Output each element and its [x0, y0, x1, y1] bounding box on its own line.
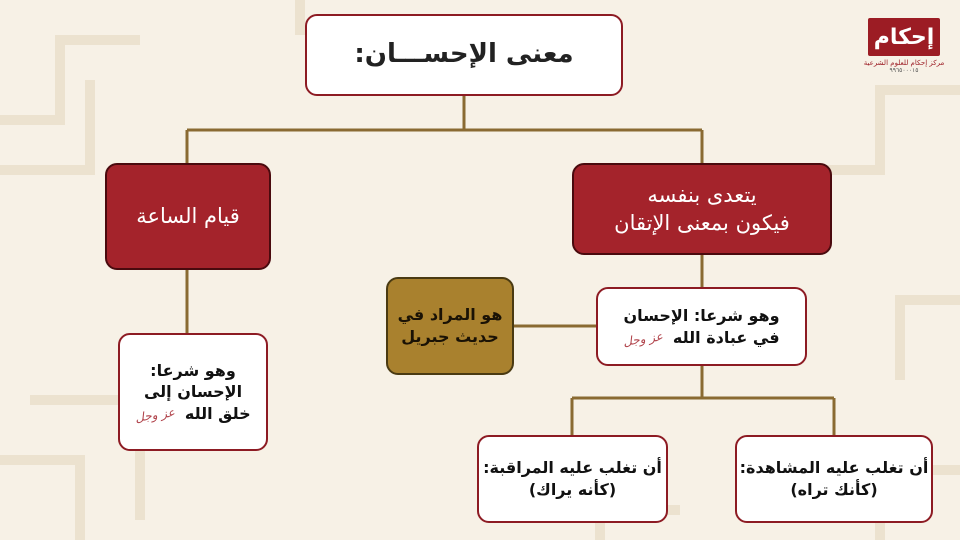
observation-node: أن تغلب عليه المشاهدة: (كأنك تراه) — [735, 435, 933, 523]
literal-meaning-line1: يتعدى بنفسه — [647, 182, 757, 207]
jibril-hadith-line1: هو المراد في — [397, 305, 503, 325]
creation-definition-line3: خلق الله عز وجل — [134, 403, 251, 425]
logo-subtitle: مركز إحكام للعلوم الشرعية — [863, 59, 945, 67]
observation-line2: (كأنك تراه) — [790, 480, 878, 499]
creation-definition-line1: وهو شرعا: — [150, 360, 236, 380]
root-title: معنى الإحســـان: — [354, 39, 574, 70]
watchfulness-node: أن تغلب عليه المراقبة: (كأنه يراك) — [477, 435, 668, 523]
brand-logo: إحكام مركز إحكام للعلوم الشرعية ٩٩٦٥٠٠٠١… — [863, 18, 945, 90]
logo-mark: إحكام — [868, 18, 940, 56]
hour-node: قيام الساعة — [105, 163, 271, 270]
logo-phone: ٩٩٦٥٠٠٠١٥ — [889, 67, 919, 74]
literal-meaning-node: يتعدى بنفسه فيكون بمعنى الإتقان — [572, 163, 832, 255]
worship-definition-node: وهو شرعا: الإحسان في عبادة الله عز وجل — [596, 287, 807, 366]
root-node: معنى الإحســـان: — [305, 14, 623, 96]
literal-meaning-line2: فيكون بمعنى الإتقان — [614, 211, 790, 235]
creation-definition-line2: الإحسان إلى — [143, 382, 243, 402]
jibril-hadith-node: هو المراد في حديث جبريل — [386, 277, 514, 375]
honorific-calligraphy: عز وجل — [622, 328, 665, 349]
worship-definition-line1: وهو شرعا: الإحسان — [623, 305, 780, 325]
creation-definition-node: وهو شرعا: الإحسان إلى خلق الله عز وجل — [118, 333, 268, 451]
observation-line1: أن تغلب عليه المشاهدة: — [739, 458, 929, 478]
honorific-calligraphy: عز وجل — [134, 405, 177, 425]
creation-definition-line3-text: خلق الله — [184, 403, 251, 423]
hour-label: قيام الساعة — [136, 204, 240, 229]
worship-definition-line2: في عبادة الله عز وجل — [622, 327, 780, 349]
jibril-hadith-line2: حديث جبريل — [401, 327, 499, 346]
worship-definition-line2-text: في عبادة الله — [672, 327, 780, 347]
watchfulness-line2: (كأنه يراك) — [528, 480, 617, 499]
watchfulness-line1: أن تغلب عليه المراقبة: — [483, 458, 662, 478]
